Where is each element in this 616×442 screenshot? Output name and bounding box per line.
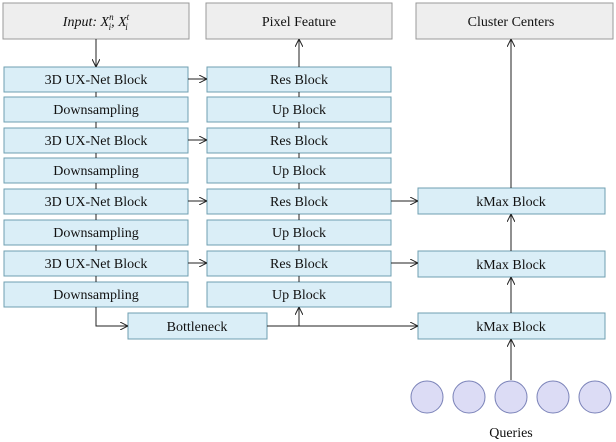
decoder-block-3-label: Res Block	[270, 134, 328, 149]
queries: Queries	[410, 380, 612, 441]
decoder-column: Res Block Up Block Res Block Up Block Re…	[206, 66, 392, 308]
query-circle-1	[410, 380, 444, 414]
decoder-block-8-label: Up Block	[272, 288, 326, 303]
kmax-block-bottom	[417, 312, 606, 340]
kmax-block-top	[417, 187, 606, 215]
encoder-block-7-label: 3D UX-Net Block	[45, 257, 148, 272]
query-circle-4	[536, 380, 570, 414]
input-label: Input	[62, 15, 94, 30]
kmax-block-middle-label: kMax Block	[476, 258, 546, 273]
cluster-centers-box	[415, 2, 614, 40]
kmax-column: kMax Block kMax Block kMax Block	[417, 187, 606, 340]
queries-label: Queries	[489, 426, 533, 441]
decoder-block-6-label: Up Block	[272, 226, 326, 241]
bottleneck-box	[127, 312, 268, 340]
encoder-block-2-label: Downsampling	[53, 103, 139, 118]
encoder-block-4-label: Downsampling	[53, 164, 139, 179]
encoder-block-5-label: 3D UX-Net Block	[45, 195, 148, 210]
decoder-block-8	[206, 281, 392, 308]
cluster-centers-header: Cluster Centers	[415, 2, 614, 40]
pixel-feature-label: Pixel Feature	[262, 15, 336, 30]
decoder-block-7-label: Res Block	[270, 257, 328, 272]
decoder-block-2-label: Up Block	[272, 103, 326, 118]
encoder-block-4	[3, 157, 189, 184]
encoder-block-6-label: Downsampling	[53, 226, 139, 241]
encoder-block-1-label: 3D UX-Net Block	[45, 73, 148, 88]
bottleneck-label: Bottleneck	[167, 320, 228, 335]
query-circle-5	[578, 380, 612, 414]
kmax-block-bottom-label: kMax Block	[476, 320, 546, 335]
decoder-block-2	[206, 96, 392, 123]
query-circle-2	[452, 380, 486, 414]
decoder-block-5-label: Res Block	[270, 195, 328, 210]
decoder-block-4-label: Up Block	[272, 164, 326, 179]
bottleneck: Bottleneck	[127, 312, 268, 340]
decoder-block-4	[206, 157, 392, 184]
kmax-block-middle	[417, 250, 606, 278]
encoder-block-3-label: 3D UX-Net Block	[45, 134, 148, 149]
encoder-block-7	[3, 250, 189, 277]
cluster-centers-label: Cluster Centers	[468, 15, 555, 30]
pixel-feature-header: Pixel Feature	[205, 2, 393, 40]
decoder-block-1-label: Res Block	[270, 73, 328, 88]
pixel-feature-box	[205, 2, 393, 40]
input-header-box	[2, 2, 190, 40]
kmax-block-top-label: kMax Block	[476, 195, 546, 210]
arrow-encoder-to-bottleneck	[95, 307, 127, 326]
encoder-block-8-label: Downsampling	[53, 288, 139, 303]
connectors	[96, 39, 511, 380]
arrow-bottleneck-to-decoder	[267, 308, 299, 327]
query-circle-3	[494, 380, 528, 414]
encoder-block-8	[3, 281, 189, 308]
